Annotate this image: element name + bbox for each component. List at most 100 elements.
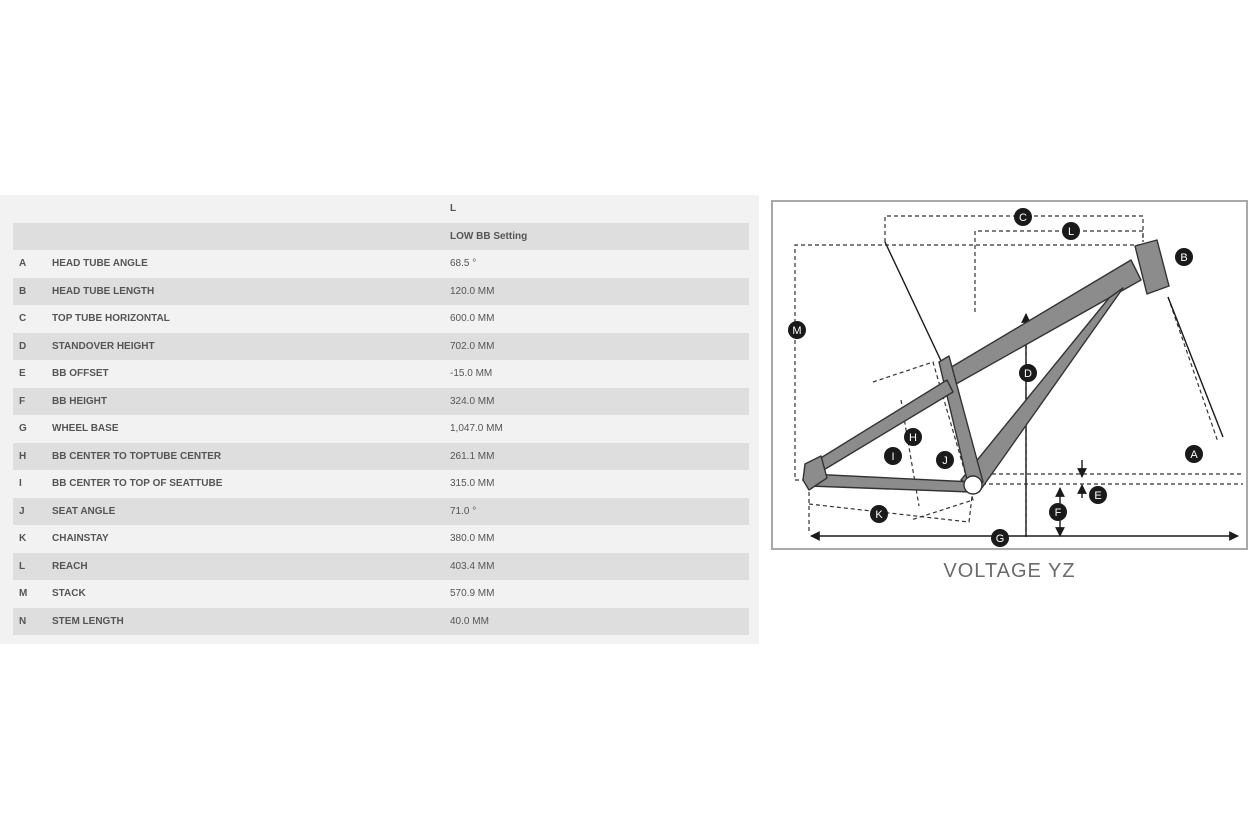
row-name: REACH (52, 560, 88, 572)
row-letter: L (19, 560, 26, 572)
geometry-table-panel: L LOW BB Setting A HEAD TUBE ANGLE 68.5 ° B… (0, 195, 759, 644)
row-value: 324.0 MM (450, 395, 495, 407)
marker-circle (904, 428, 922, 446)
table-header-size: L (13, 195, 749, 223)
guide-a (1167, 296, 1219, 443)
row-value: 570.9 MM (450, 588, 495, 600)
marker-label: E (1094, 490, 1101, 502)
dimension-lines (810, 241, 1239, 541)
marker-label: L (1068, 226, 1074, 238)
geometry-diagram: A B C D E F G H I J K L M (771, 200, 1248, 550)
row-value: 40.0 MM (450, 615, 489, 627)
row-name: BB CENTER TO TOPTUBE CENTER (52, 450, 222, 462)
row-name: BB CENTER TO TOP OF SEATTUBE (52, 478, 223, 490)
table-row: I BB CENTER TO TOP OF SEATTUBE 315.0 MM (13, 470, 749, 498)
marker-j: J (936, 451, 954, 469)
row-letter: K (19, 533, 27, 545)
marker-f: F (1049, 503, 1067, 521)
row-name: CHAINSTAY (52, 533, 109, 545)
row-letter: D (19, 340, 27, 352)
dimension-markers: A B C D E F G H I J K L M (788, 208, 1203, 547)
marker-l: L (1062, 222, 1080, 240)
marker-a: A (1185, 445, 1203, 463)
marker-label: A (1190, 449, 1198, 461)
marker-circle (1014, 208, 1032, 226)
row-value: -15.0 MM (450, 368, 493, 380)
table-header-setting: LOW BB Setting (13, 222, 749, 250)
table-row: L REACH 403.4 MM (13, 552, 749, 580)
row-letter: M (19, 588, 28, 600)
row-letter: E (19, 368, 26, 380)
row-value: 702.0 MM (450, 340, 495, 352)
row-name: HEAD TUBE LENGTH (52, 285, 155, 297)
row-value: 68.5 ° (450, 258, 477, 270)
marker-circle (991, 529, 1009, 547)
guide-c (884, 215, 1144, 242)
row-name: STEM LENGTH (52, 615, 124, 627)
row-letter: G (19, 423, 27, 435)
row-name: BB HEIGHT (52, 395, 107, 407)
row-letter: N (19, 615, 27, 627)
dimension-guides (794, 215, 1243, 537)
marker-label: D (1024, 368, 1032, 380)
bottom-bracket (963, 475, 983, 495)
bike-frame (802, 239, 1170, 495)
marker-h: H (904, 428, 922, 446)
row-letter: H (19, 450, 27, 462)
marker-g: G (991, 529, 1009, 547)
table-row: E BB OFFSET -15.0 MM (13, 360, 749, 388)
table-row: H BB CENTER TO TOPTUBE CENTER 261.1 MM (13, 442, 749, 470)
marker-label: G (996, 533, 1005, 545)
rear-dropout (802, 455, 828, 491)
row-letter: F (19, 395, 26, 407)
row-letter: I (19, 478, 22, 490)
marker-label: M (792, 325, 801, 337)
marker-label: I (891, 451, 894, 463)
row-value: 71.0 ° (450, 505, 477, 517)
row-name: BB OFFSET (52, 368, 109, 380)
marker-circle (1089, 486, 1107, 504)
row-name: STACK (52, 588, 86, 600)
marker-d: D (1019, 364, 1037, 382)
row-name: STANDOVER HEIGHT (52, 340, 155, 352)
row-letter: A (19, 258, 27, 270)
marker-circle (788, 321, 806, 339)
marker-label: H (909, 432, 917, 444)
row-name: WHEEL BASE (52, 423, 119, 435)
row-name: TOP TUBE HORIZONTAL (52, 313, 170, 325)
table-row: F BB HEIGHT 324.0 MM (13, 387, 749, 415)
row-name: SEAT ANGLE (52, 505, 116, 517)
marker-c: C (1014, 208, 1032, 226)
chain-stay (808, 473, 974, 493)
guide-h (872, 361, 974, 521)
row-value: 261.1 MM (450, 450, 495, 462)
marker-circle (1175, 248, 1193, 266)
marker-i: I (884, 447, 902, 465)
head-tube (1134, 239, 1170, 295)
bike-frame-diagram: A B C D E F G H I J K L M (788, 208, 1243, 547)
table-row: D STANDOVER HEIGHT 702.0 MM (13, 332, 749, 360)
marker-circle (870, 505, 888, 523)
setting-header: LOW BB Setting (450, 230, 528, 242)
geometry-table: L LOW BB Setting A HEAD TUBE ANGLE 68.5 ° B… (13, 195, 749, 635)
row-value: 315.0 MM (450, 478, 495, 490)
line-fork-axis (1167, 296, 1224, 438)
marker-circle (1062, 222, 1080, 240)
marker-label: C (1019, 212, 1027, 224)
marker-e: E (1089, 486, 1107, 504)
seat-stay (810, 379, 954, 475)
line-steerer (884, 241, 952, 383)
row-value: 600.0 MM (450, 313, 495, 325)
diagram-title: VOLTAGE YZ (943, 560, 1076, 582)
row-value: 403.4 MM (450, 560, 495, 572)
marker-label: B (1180, 252, 1187, 264)
row-name: HEAD TUBE ANGLE (52, 258, 148, 270)
top-tube (942, 259, 1142, 389)
marker-k: K (870, 505, 888, 523)
